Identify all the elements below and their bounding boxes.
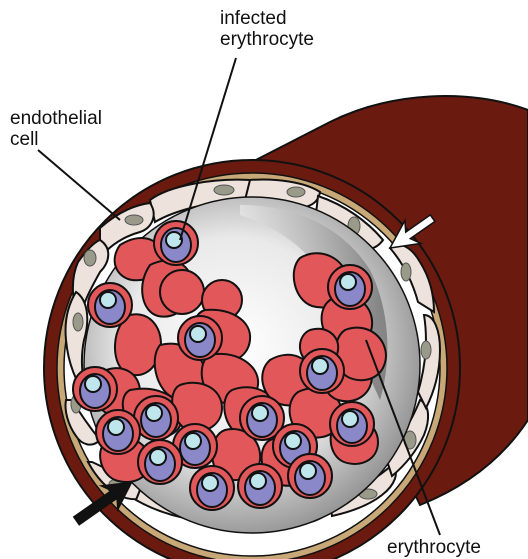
infected-erythrocyte <box>328 265 372 309</box>
infected-erythrocyte <box>190 466 234 510</box>
infected-erythrocyte <box>300 349 344 393</box>
infected-erythrocyte <box>288 454 332 498</box>
label-erythrocyte: erythrocyte <box>387 537 481 558</box>
label-endothelial-line-2: cell <box>10 129 102 150</box>
leader-line-endothelial <box>38 150 120 220</box>
label-infected-line-2: erythrocyte <box>220 29 314 50</box>
label-infected-line-1: infected <box>220 8 314 29</box>
infected-erythrocyte <box>96 410 140 454</box>
infected-erythrocyte <box>138 440 182 484</box>
label-endothelial-line-1: endothelial <box>10 108 102 129</box>
infected-erythrocyte <box>154 221 198 265</box>
infected-erythrocyte <box>238 464 282 508</box>
infected-erythrocyte <box>88 283 132 327</box>
infected-erythrocyte <box>178 316 222 360</box>
infected-erythrocyte <box>73 367 117 411</box>
label-infected-erythrocyte: infected erythrocyte <box>220 8 314 50</box>
erythrocyte <box>160 270 204 314</box>
label-endothelial-cell: endothelial cell <box>10 108 102 150</box>
infected-erythrocyte <box>330 402 374 446</box>
